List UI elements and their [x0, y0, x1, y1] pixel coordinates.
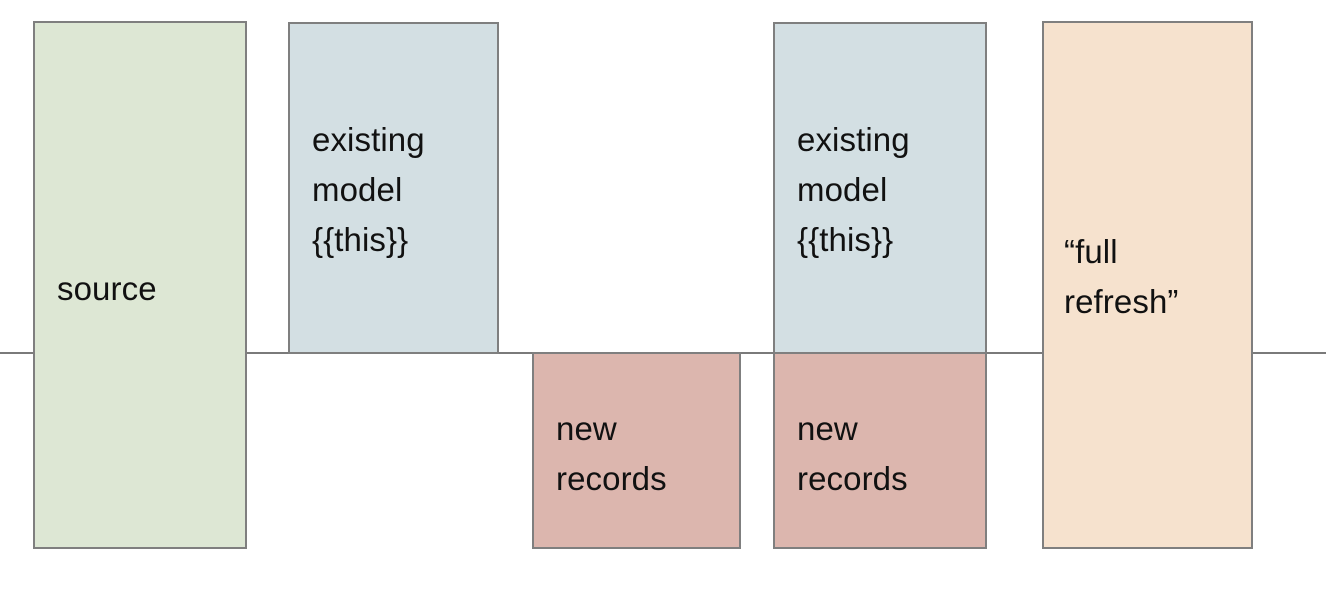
- box-existing-model-2[interactable]: [773, 22, 987, 354]
- box-new-records-2-label: new records: [797, 410, 908, 497]
- box-source[interactable]: [33, 21, 247, 549]
- box-new-records-1[interactable]: [532, 352, 741, 549]
- box-new-records-2[interactable]: [773, 352, 987, 549]
- box-new-records-1-label: new records: [556, 410, 667, 497]
- box-existing-model-1-label: existing model {{this}}: [312, 121, 425, 258]
- box-full-refresh-label: “full refresh”: [1064, 233, 1179, 320]
- box-existing-model-2-label: existing model {{this}}: [797, 121, 910, 258]
- box-existing-model-1[interactable]: [288, 22, 499, 354]
- box-source-label: source: [57, 270, 157, 307]
- box-full-refresh[interactable]: [1042, 21, 1253, 549]
